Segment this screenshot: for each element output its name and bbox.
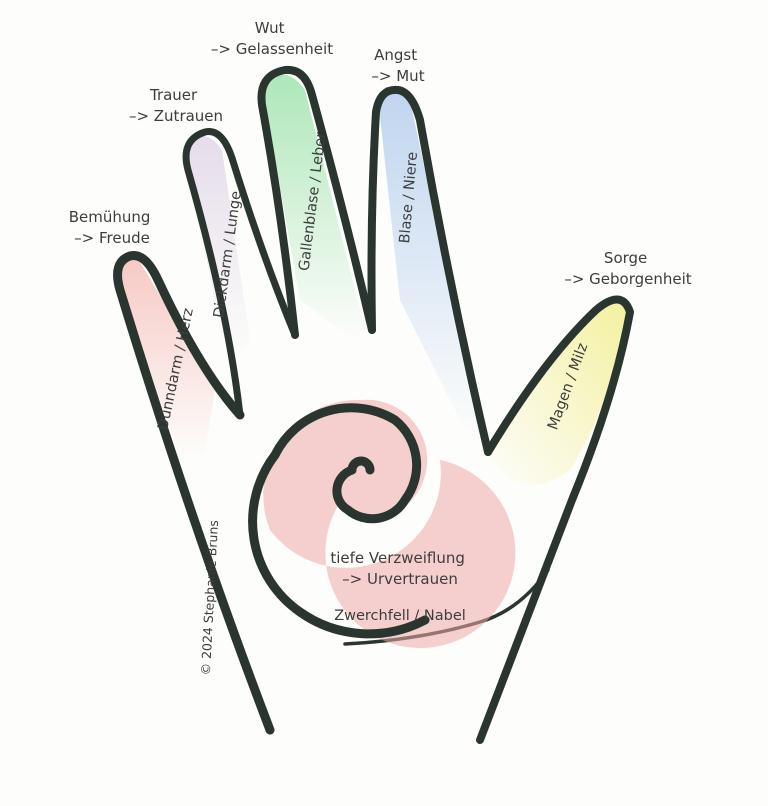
spiral-wash <box>263 399 516 648</box>
thumb-outline <box>476 295 634 744</box>
index-finger-outline <box>367 85 492 456</box>
little-finger-outline <box>113 251 275 735</box>
ring-finger-outline <box>182 128 299 419</box>
middle-emotion-label: Wut –> Gelassenheit <box>211 19 333 58</box>
middle-finger-wash <box>262 74 365 341</box>
palm-organ-label: Zwerchfell / Nabel <box>334 608 466 624</box>
ring-finger-wash <box>185 136 250 360</box>
middle-finger-outline <box>257 65 376 339</box>
little-finger-wash <box>118 258 215 458</box>
index-emotion-label: Angst –> Mut <box>371 46 424 85</box>
thumb-emotion-label: Sorge –> Geborgenheit <box>564 249 691 288</box>
palm-emotion-label: tiefe Verzweiflung –> Urvertrauen <box>330 549 469 588</box>
index-finger-wash <box>378 90 480 441</box>
little-emotion-label: Bemühung –> Freude <box>69 208 155 247</box>
spiral-outline <box>248 403 430 639</box>
thumb-wash <box>490 302 630 485</box>
index-organ-label: Blase / Niere <box>397 151 421 244</box>
ring-emotion-label: Trauer –> Zutrauen <box>129 86 223 125</box>
